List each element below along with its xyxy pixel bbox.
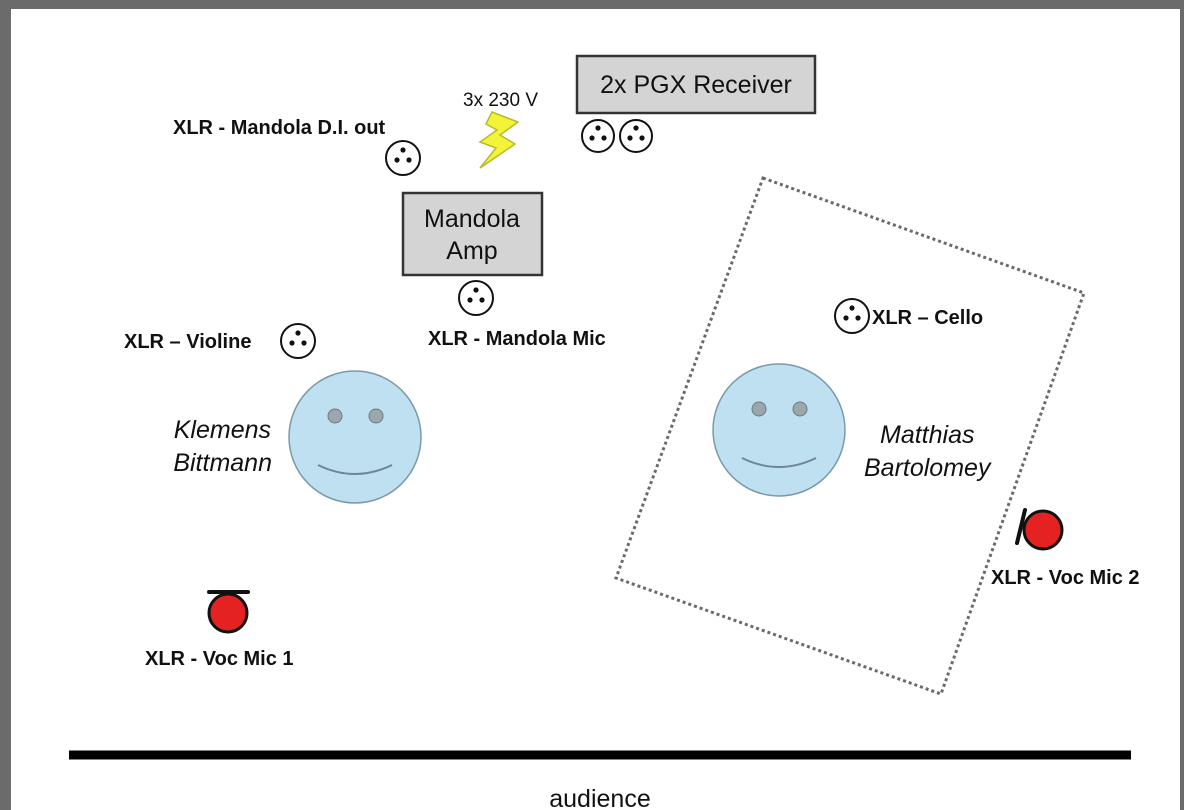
pgx-receiver-box: 2x PGX Receiver (575, 54, 817, 115)
smiley-face-icon (712, 363, 846, 497)
xlr-voc-mic-2-label: XLR - Voc Mic 2 (991, 567, 1140, 589)
mandola-amp-box: Mandola Amp (401, 191, 544, 277)
power-bolt-icon (478, 111, 520, 169)
xlr-mandola-mic-label: XLR - Mandola Mic (428, 328, 606, 350)
smiley-face-icon (288, 370, 422, 504)
musician-left-first-name: Klemens (174, 416, 271, 444)
xlr-connector-icon (834, 298, 870, 334)
xlr-connector-icon (619, 119, 653, 153)
xlr-connector-icon (458, 280, 494, 316)
xlr-connector-icon (385, 140, 421, 176)
xlr-cello-label: XLR – Cello (872, 307, 983, 329)
xlr-mandola-di-label: XLR - Mandola D.I. out (173, 117, 386, 139)
vocal-mic-icon (1015, 508, 1064, 551)
riser-outline (614, 176, 1086, 696)
power-label: 3x 230 V (463, 90, 538, 111)
vocal-mic-icon (207, 590, 250, 634)
xlr-connector-icon (280, 323, 316, 359)
xlr-violine-label: XLR – Violine (124, 331, 251, 353)
musician-right-first-name: Matthias (880, 421, 974, 449)
musician-right-last-name: Bartolomey (864, 454, 992, 482)
pgx-receiver-label: 2x PGX Receiver (600, 71, 792, 99)
mandola-amp-label-line1: Mandola (424, 205, 520, 233)
audience-label: audience (549, 785, 650, 810)
xlr-voc-mic-1-label: XLR - Voc Mic 1 (145, 648, 294, 670)
musician-left-last-name: Bittmann (173, 449, 272, 477)
mandola-amp-label-line2: Amp (446, 237, 497, 265)
xlr-connector-icon (581, 119, 615, 153)
